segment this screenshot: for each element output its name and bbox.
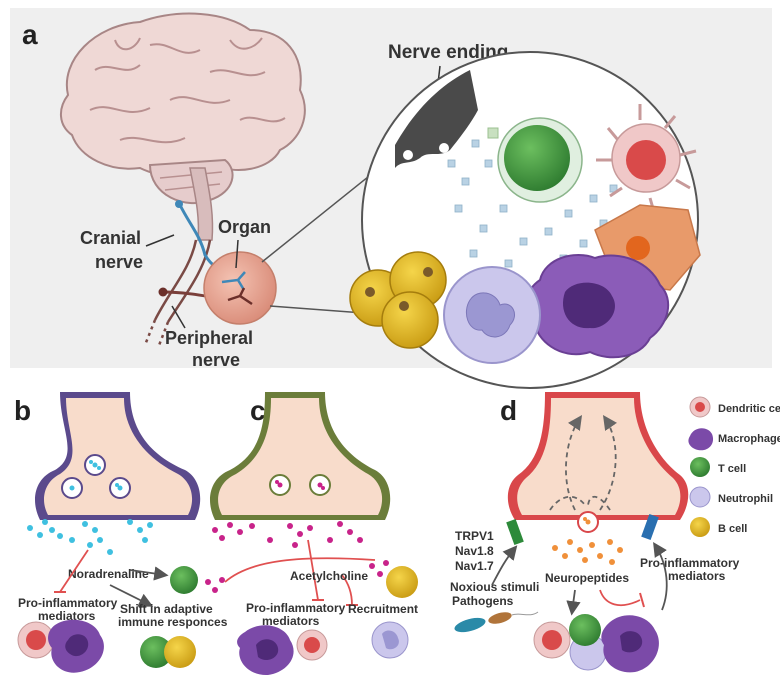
label-noradrenaline: Noradrenaline bbox=[68, 567, 149, 581]
brain-icon bbox=[60, 12, 306, 241]
t-cell-zoom bbox=[497, 117, 583, 203]
trpv1-channel bbox=[506, 519, 524, 545]
label-proinf-c-1: Pro-inflammatory bbox=[246, 601, 346, 615]
label-nerve-ending: Nerve ending bbox=[388, 42, 508, 63]
legend-label: Neutrophil bbox=[718, 493, 773, 505]
label-trpv1: TRPV1 bbox=[455, 529, 494, 543]
panel-c-letter: c bbox=[250, 395, 266, 426]
dendritic-cell-zoom bbox=[596, 104, 697, 213]
label-cranial-2: nerve bbox=[95, 252, 143, 272]
label-recruitment: Recruitment bbox=[348, 602, 418, 616]
label-shift-2: immune responces bbox=[118, 615, 228, 629]
panel-a-letter: a bbox=[22, 19, 38, 50]
panel-a: a bbox=[10, 8, 772, 389]
legend-label: T cell bbox=[718, 463, 746, 475]
t-cell-icon bbox=[690, 457, 710, 477]
macrophage-icon bbox=[688, 428, 714, 451]
b-cells-zoom bbox=[349, 251, 447, 349]
panel-c: c Acetylcholine Pro-inflammatory mediato… bbox=[205, 392, 418, 676]
legend-item: Dendritic cell bbox=[689, 396, 780, 418]
legend-item: B cell bbox=[690, 517, 747, 537]
label-nav18: Nav1.8 bbox=[455, 544, 494, 558]
legend-item: T cell bbox=[690, 457, 746, 477]
legend-label: Macrophage bbox=[718, 433, 780, 445]
panel-d-letter: d bbox=[500, 395, 517, 426]
organ-icon bbox=[203, 251, 277, 325]
legend: Dendritic cell Macrophage T cell Neutrop… bbox=[688, 396, 780, 537]
noradrenaline-vesicles bbox=[61, 454, 131, 499]
panel-d: d TRPV1 Nav1.8 Nav1.7 Neuropeptides Noxi… bbox=[450, 392, 740, 673]
legend-label: B cell bbox=[718, 523, 747, 535]
cells-c bbox=[237, 621, 409, 676]
neutrophil-icon bbox=[689, 486, 711, 508]
zoom-circle bbox=[349, 51, 701, 389]
pro-inf-receptor bbox=[641, 514, 659, 540]
b-cell-icon bbox=[690, 517, 710, 537]
label-noxious-2: Pathogens bbox=[452, 594, 514, 608]
label-neuropeptides: Neuropeptides bbox=[545, 571, 629, 585]
label-shift-1: Shift in adaptive bbox=[120, 602, 213, 616]
label-noxious-1: Noxious stimuli bbox=[450, 580, 539, 594]
label-proinf-d-2: mediators bbox=[668, 569, 726, 583]
label-peripheral: Peripheral bbox=[165, 328, 253, 348]
pathogen-icon bbox=[454, 611, 539, 633]
legend-item: Macrophage bbox=[688, 428, 780, 451]
cells-b bbox=[17, 619, 196, 673]
label-proinf-b-2: mediators bbox=[38, 609, 96, 623]
cells-d bbox=[533, 614, 659, 673]
legend-label: Dendritic cell bbox=[718, 403, 780, 415]
label-proinf-d-1: Pro-inflammatory bbox=[640, 556, 740, 570]
panel-b-letter: b bbox=[14, 395, 31, 426]
label-organ: Organ bbox=[218, 217, 271, 237]
nerve-ending-shape bbox=[395, 70, 478, 168]
label-cranial: Cranial bbox=[80, 228, 141, 248]
label-peripheral-2: nerve bbox=[192, 350, 240, 370]
label-nav17: Nav1.7 bbox=[455, 559, 494, 573]
b-cell-c bbox=[386, 566, 418, 598]
label-proinf-b-1: Pro-inflammatory bbox=[18, 596, 118, 610]
label-proinf-c-2: mediators bbox=[262, 614, 320, 628]
label-acetylcholine: Acetylcholine bbox=[290, 569, 368, 583]
legend-item: Neutrophil bbox=[689, 486, 773, 508]
t-cell-b bbox=[170, 566, 198, 594]
panel-b: b Noradrenaline Pro-inflammatory mediato… bbox=[8, 392, 240, 680]
acetylcholine-vesicles bbox=[269, 474, 331, 496]
